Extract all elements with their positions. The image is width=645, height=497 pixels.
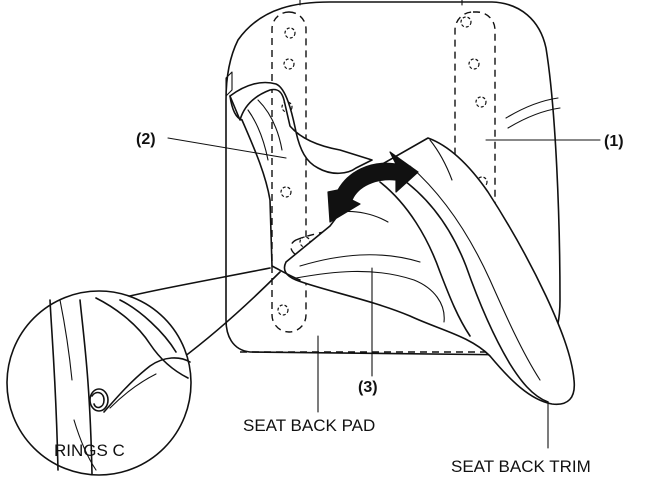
seat-back-pad-outline bbox=[225, 0, 561, 356]
callout-3-label: (3) bbox=[358, 379, 378, 396]
leader-lines bbox=[167, 137, 601, 449]
callout-1-label: (1) bbox=[604, 133, 624, 150]
rings-c-label: RINGS C bbox=[54, 441, 125, 460]
seat-back-trim bbox=[271, 137, 576, 406]
seat-back-trim-label: SEAT BACK TRIM bbox=[451, 457, 591, 476]
callout-2-label: (2) bbox=[136, 131, 156, 148]
curved-arrow-icon bbox=[327, 151, 419, 223]
seat-back-pad-label: SEAT BACK PAD bbox=[243, 416, 375, 435]
rings-detail-circle bbox=[6, 290, 192, 476]
